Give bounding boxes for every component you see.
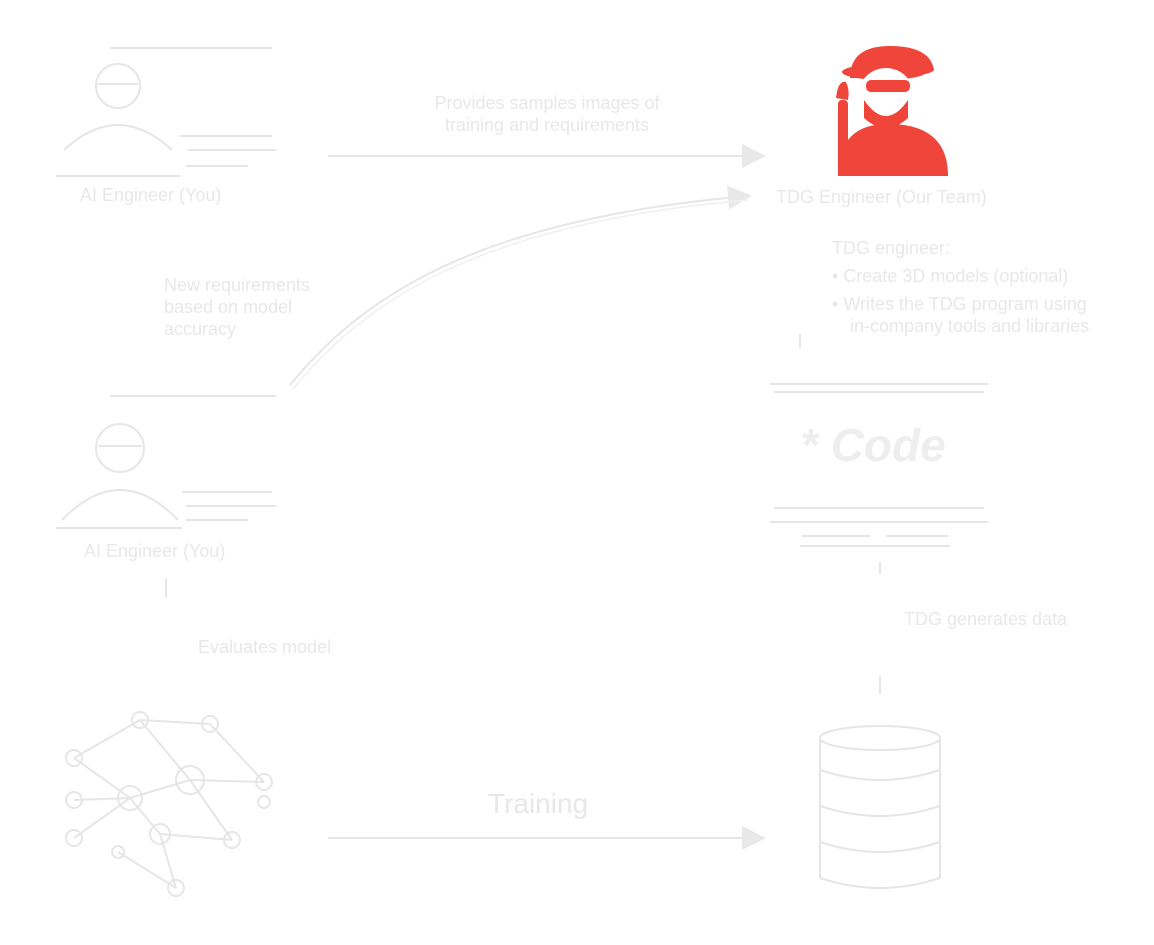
ai-engineer-mid-icon: [56, 395, 276, 529]
code-logo-text: Code: [830, 419, 946, 471]
training-label: Training: [488, 788, 589, 819]
new-requirements-line3: accuracy: [164, 319, 237, 339]
ai-engineer-top-label: AI Engineer (You): [80, 185, 222, 205]
new-requirements-line2: based on model: [164, 297, 293, 317]
provides-samples-line1: Provides samples images of: [434, 93, 660, 113]
provides-samples-label: Provides samples images of training and …: [402, 92, 692, 136]
new-requirements-arrow: [289, 185, 752, 386]
tdg-notes-bullet-1: • Create 3D models (optional): [832, 266, 1069, 286]
tdg-engineer-artist-icon: [836, 46, 948, 176]
ai-engineer-top-icon: [56, 47, 276, 177]
tdg-notes-bullet-2: • Writes the TDG program using: [832, 294, 1087, 314]
ai-engineer-mid-label: AI Engineer (You): [84, 541, 226, 561]
database-icon: [819, 725, 941, 889]
code-logo: * Code: [800, 418, 946, 472]
new-requirements-label: New requirements based on model accuracy: [164, 274, 310, 340]
provides-samples-line2: training and requirements: [444, 115, 650, 135]
code-box-lines: [770, 383, 988, 547]
tdg-notes-heading: TDG engineer:: [832, 238, 951, 258]
new-requirements-arrow-shadow: [292, 199, 749, 390]
neural-network-icon: [65, 711, 273, 897]
tdg-notes: TDG engineer: • Create 3D models (option…: [832, 234, 1089, 340]
tdg-engineer-label: TDG Engineer (Our Team): [776, 187, 987, 207]
code-logo-symbol: *: [800, 419, 818, 471]
evaluates-label: Evaluates model: [198, 637, 332, 657]
tdg-generates-label: TDG generates data: [904, 609, 1068, 629]
tdg-notes-bullet-2-cont: in-company tools and libraries: [850, 316, 1090, 336]
new-requirements-line1: New requirements: [164, 275, 311, 295]
